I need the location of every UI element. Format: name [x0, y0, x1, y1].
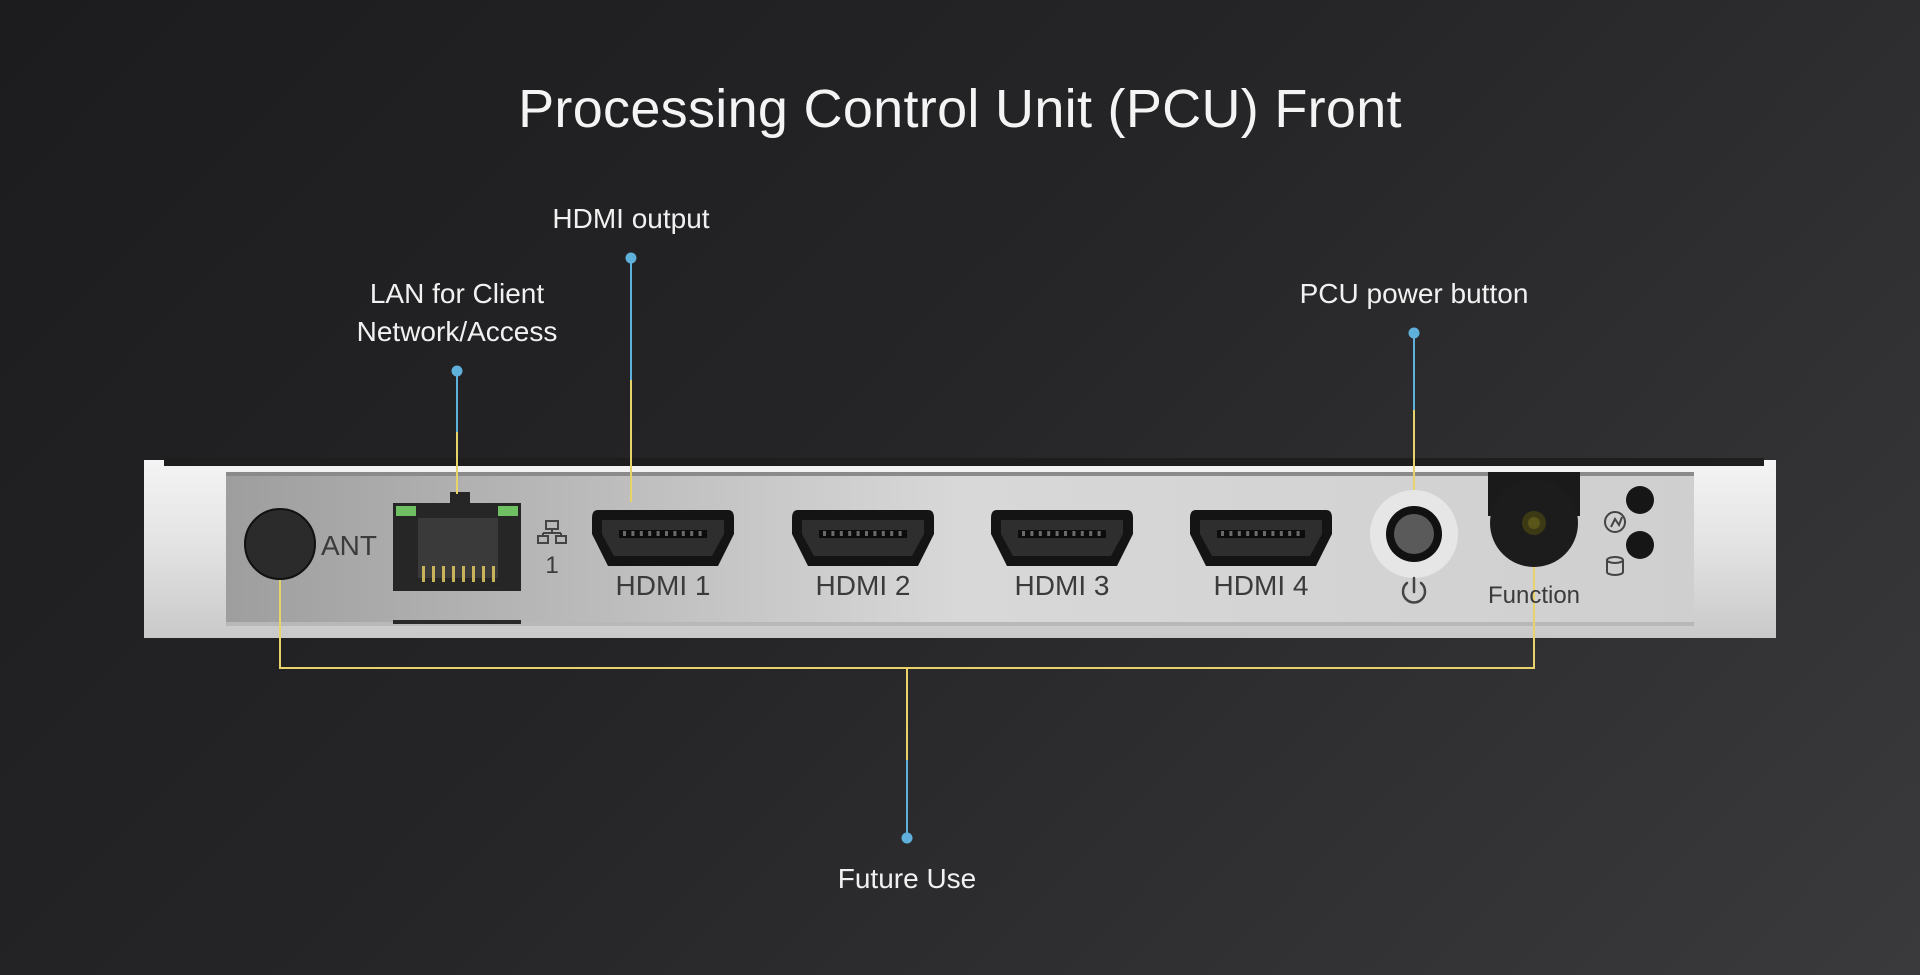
storage-led-icon — [1606, 556, 1624, 576]
hdmi-port-3 — [991, 510, 1133, 566]
hdmi-2-label: HDMI 2 — [815, 570, 911, 601]
hdmi-output-callout: HDMI output — [552, 203, 710, 234]
function-button — [1488, 472, 1580, 567]
ant-label: ANT — [321, 530, 377, 561]
lan-callout-line-1: LAN for Client — [369, 278, 545, 309]
network-icon — [537, 520, 567, 544]
led-2 — [1626, 531, 1654, 559]
lan-callout-dot — [451, 365, 463, 377]
power-button-callout: PCU power button — [1299, 278, 1529, 309]
antenna-connector — [245, 509, 315, 579]
future-use-callout-dot — [901, 832, 913, 844]
future-use-callout: Future Use — [837, 863, 977, 894]
hdmi-4-label: HDMI 4 — [1213, 570, 1309, 601]
hdmi-1-label: HDMI 1 — [615, 570, 711, 601]
lan-led-left — [396, 506, 416, 516]
device-top-edge — [164, 458, 1764, 466]
hdmi-3-label: HDMI 3 — [1014, 570, 1110, 601]
hdmi-callout-dot — [625, 252, 637, 264]
lan-port — [393, 492, 521, 624]
hdmi-port-4 — [1190, 510, 1332, 566]
lan-callout-line-2: Network/Access — [356, 316, 558, 347]
lan-port-number: 1 — [545, 552, 559, 579]
power-button — [1370, 490, 1458, 578]
power-icon — [1401, 576, 1427, 604]
page-title: Processing Control Unit (PCU) Front — [518, 79, 1402, 139]
power-led-icon — [1604, 511, 1626, 533]
function-label: Function — [1487, 582, 1581, 609]
hdmi-port-2 — [792, 510, 934, 566]
led-1 — [1626, 486, 1654, 514]
lan-callout: LAN for Client Network/Access — [357, 275, 558, 351]
power-callout-dot — [1408, 327, 1420, 339]
leader-lines — [279, 252, 1535, 844]
hdmi-port-1 — [592, 510, 734, 566]
lan-led-right — [498, 506, 518, 516]
pcu-device — [144, 458, 1776, 638]
